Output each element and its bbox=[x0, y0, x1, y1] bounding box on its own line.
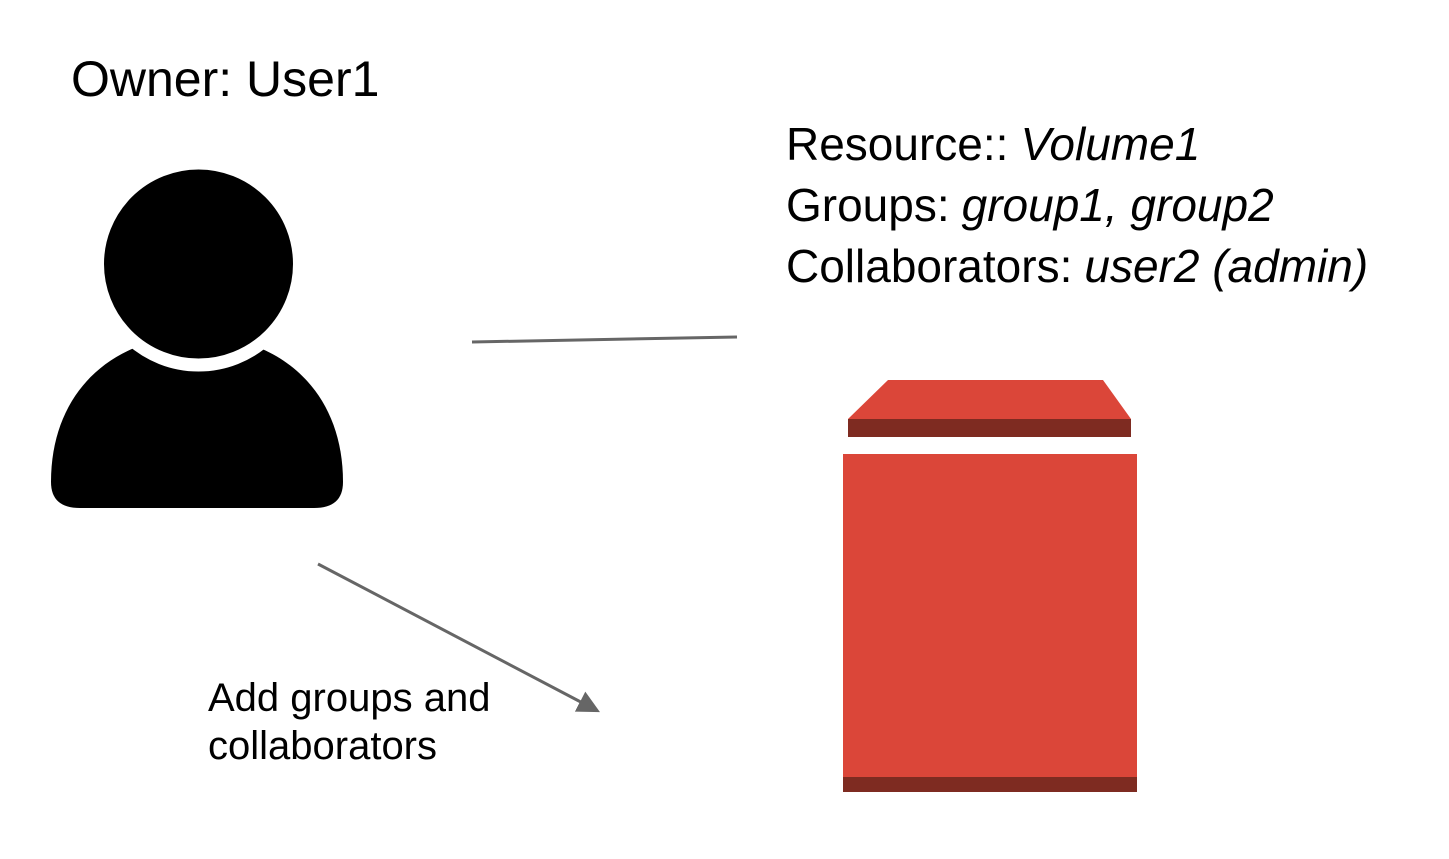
groups-label: Groups: bbox=[786, 179, 950, 231]
person-icon bbox=[51, 156, 343, 508]
add-annotation-line1: Add groups and bbox=[208, 676, 491, 720]
groups-value: group1, group2 bbox=[961, 179, 1274, 231]
volume-lid-top bbox=[848, 380, 1131, 419]
collaborators-value: user2 (admin) bbox=[1084, 240, 1369, 292]
collaborators-label: Collaborators: bbox=[786, 240, 1073, 292]
volume-lid-edge bbox=[848, 419, 1131, 437]
volume-base bbox=[843, 777, 1137, 792]
connector-line bbox=[471, 335, 738, 344]
groups-line: Groups:group1, group2 bbox=[786, 175, 1368, 236]
add-annotation: Add groups and collaborators bbox=[208, 674, 490, 770]
person-head-shape bbox=[91, 156, 306, 372]
resource-label: Resource:: bbox=[786, 118, 1009, 170]
collaborators-line: Collaborators:user2 (admin) bbox=[786, 236, 1368, 297]
person-body-shape bbox=[51, 336, 343, 508]
owner-label: Owner: User1 bbox=[71, 51, 380, 107]
volume-icon bbox=[843, 380, 1137, 792]
volume-body bbox=[843, 454, 1137, 777]
resource-value: Volume1 bbox=[1020, 118, 1201, 170]
resource-line: Resource::Volume1 bbox=[786, 114, 1368, 175]
add-annotation-line2: collaborators bbox=[208, 724, 438, 768]
resource-info: Resource::Volume1 Groups:group1, group2 … bbox=[786, 114, 1368, 297]
add-arrow bbox=[317, 562, 600, 713]
